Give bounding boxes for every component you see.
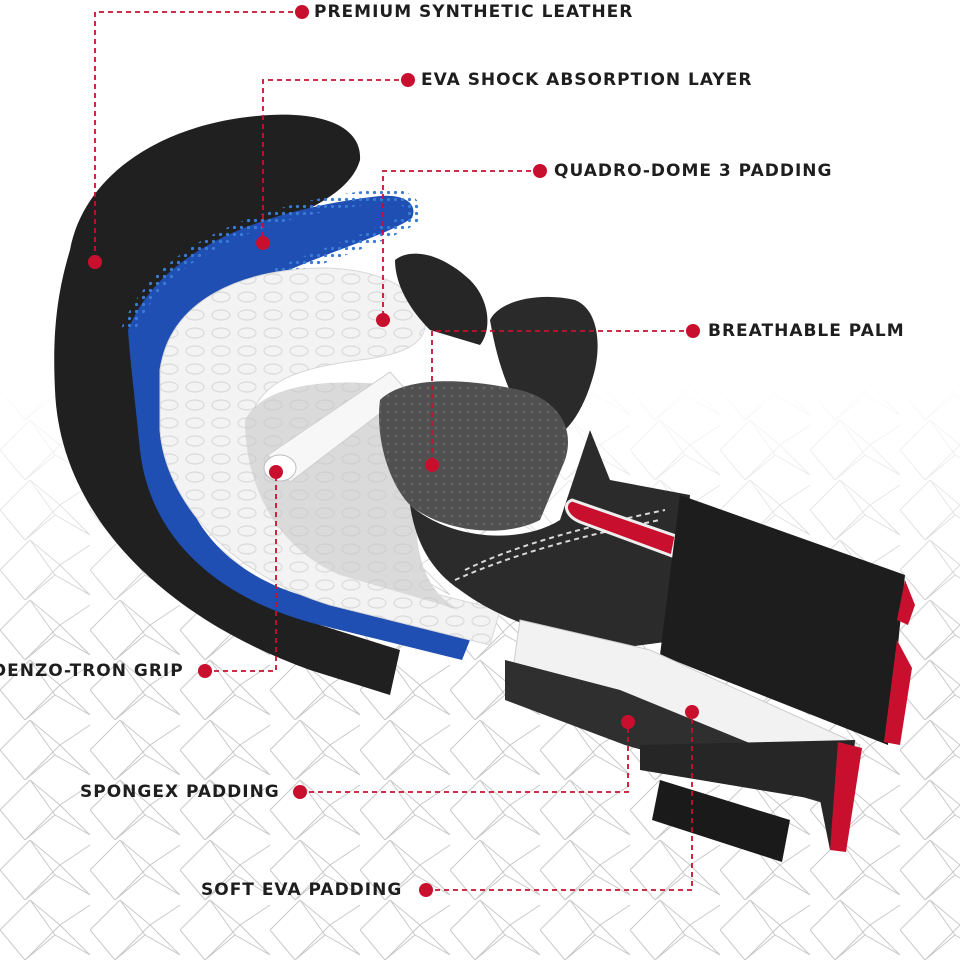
dot-premium-leather-target	[88, 255, 102, 269]
dot-spongex-label	[293, 785, 307, 799]
leader-lines	[94, 11, 693, 891]
outer-shell	[54, 114, 400, 695]
dot-quadro-dome-label	[533, 164, 547, 178]
dot-soft-eva-label	[419, 883, 433, 897]
dot-quadro-dome-target	[376, 313, 390, 327]
callout-soft-eva-padding: SOFT EVA PADDING	[201, 880, 403, 900]
dot-eva-shock-target	[256, 236, 270, 250]
dot-soft-eva-target	[685, 705, 699, 719]
dot-premium-leather-label	[295, 5, 309, 19]
wrist-wrap	[660, 495, 905, 745]
callout-dots	[88, 5, 700, 897]
callout-breathable-palm: BREATHABLE PALM	[708, 321, 905, 341]
dot-breathable-palm-target	[425, 458, 439, 472]
dot-spongex-target	[621, 715, 635, 729]
callout-premium-synthetic-leather: PREMIUM SYNTHETIC LEATHER	[314, 2, 634, 22]
callout-quadro-dome-3-padding: QUADRO-DOME 3 PADDING	[554, 161, 833, 181]
dot-eva-shock-label	[401, 73, 415, 87]
dot-breathable-palm-label	[686, 324, 700, 338]
callout-spongex-padding: SPONGEX PADDING	[80, 782, 280, 802]
callout-denzo-tron-grip: DENZO-TRON GRIP	[0, 661, 184, 681]
dot-denzo-tron-label	[198, 664, 212, 678]
dot-denzo-tron-target	[269, 465, 283, 479]
red-accent-stripe	[564, 498, 678, 559]
callout-eva-shock-absorption-layer: EVA SHOCK ABSORPTION LAYER	[421, 70, 753, 90]
